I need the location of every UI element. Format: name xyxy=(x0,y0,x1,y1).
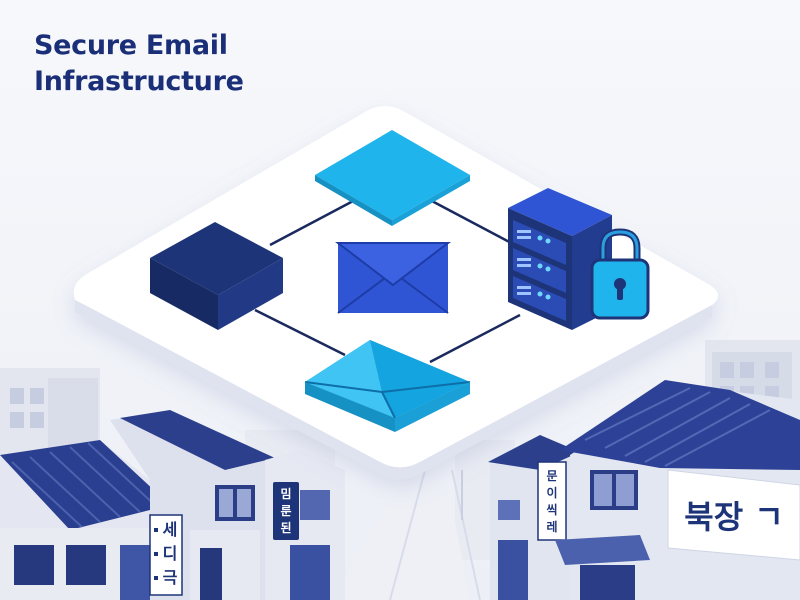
left-building-2 xyxy=(110,410,275,600)
right-large-sign-text: 북장 ㄱ xyxy=(684,498,783,536)
page-title: Secure Email Infrastructure xyxy=(34,28,244,100)
padlock-icon xyxy=(590,228,650,320)
title-line-1: Secure Email xyxy=(34,30,228,61)
background-windows xyxy=(10,362,779,428)
open-envelope-icon xyxy=(304,340,471,432)
left-building xyxy=(0,440,175,600)
banner-char-3: 된 xyxy=(280,520,291,535)
banner-char-1: 밈 xyxy=(280,486,291,501)
right-large-sign: 북장 ㄱ xyxy=(667,469,800,561)
title-line-2: Infrastructure xyxy=(34,66,244,97)
left-sign-char-3: 극 xyxy=(163,568,178,587)
right-sign-char-4: 레 xyxy=(546,519,557,534)
right-sign-char-3: 씩 xyxy=(546,502,557,517)
left-vertical-sign: 세 디 극 xyxy=(149,514,183,596)
cube-node-icon xyxy=(150,222,283,330)
left-banner-sign: 밈 룬 된 xyxy=(273,482,299,540)
left-sign-char-2: 디 xyxy=(163,544,178,563)
connection-lines xyxy=(254,198,521,364)
envelope-icon xyxy=(335,242,451,314)
right-sign-char-1: 문 xyxy=(546,469,557,483)
street xyxy=(330,470,470,600)
left-sign-char-1: 세 xyxy=(163,520,178,539)
right-vertical-sign: 문 이 씩 레 xyxy=(537,461,567,541)
right-sign-char-2: 이 xyxy=(546,485,557,500)
diamond-node-icon xyxy=(315,130,470,226)
banner-char-2: 룬 xyxy=(280,503,291,518)
